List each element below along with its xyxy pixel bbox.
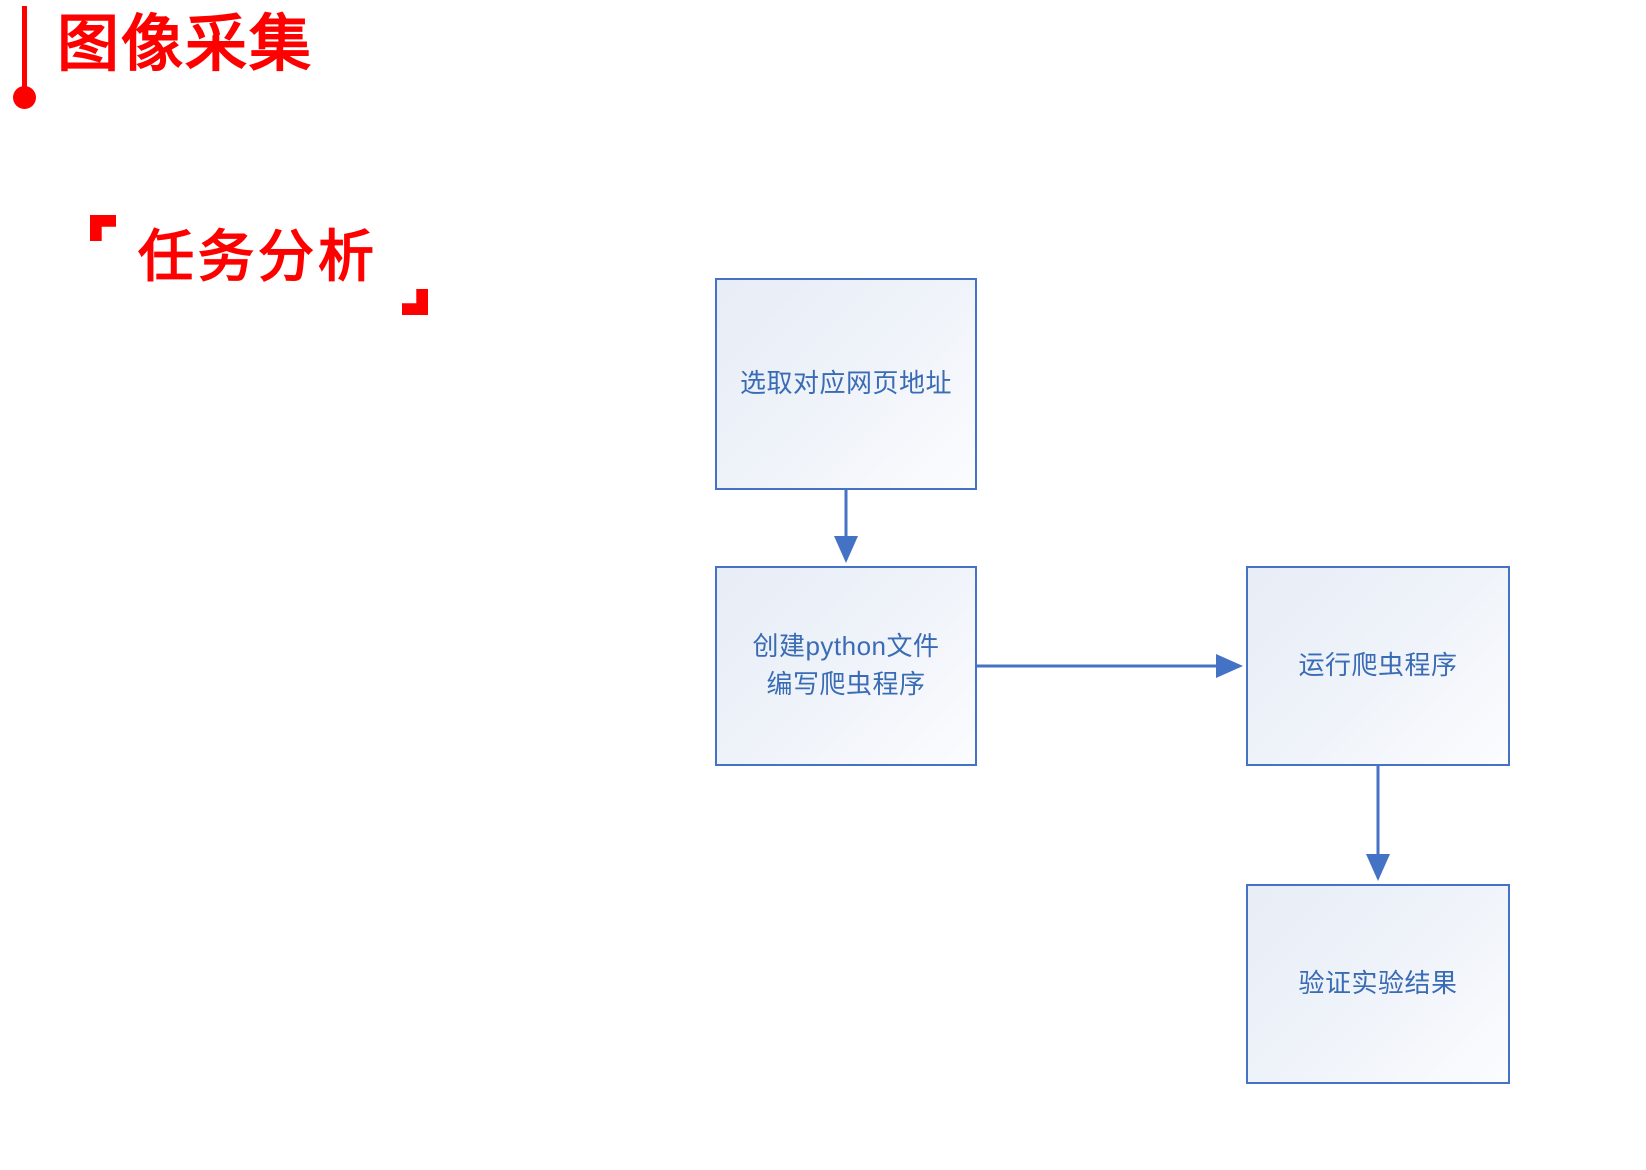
flow-node-verify[interactable]: 验证实验结果 <box>1246 884 1510 1084</box>
flow-node-verify-label: 验证实验结果 <box>1298 968 1458 999</box>
subtitle-group: 任务分析 <box>90 215 440 325</box>
page-title: 图像采集 <box>57 10 314 79</box>
flow-node-run-spider[interactable]: 运行爬虫程序 <box>1246 566 1510 766</box>
flow-node-create-py[interactable]: 创建python文件 编写爬虫程序 <box>715 566 977 766</box>
flow-node-run-spider-label: 运行爬虫程序 <box>1298 650 1458 681</box>
title-accent-bar <box>22 6 27 94</box>
section-subtitle: 任务分析 <box>138 225 378 288</box>
flow-node-select-url-label: 选取对应网页地址 <box>739 368 952 399</box>
flow-node-select-url[interactable]: 选取对应网页地址 <box>715 278 977 490</box>
flow-node-create-py-label: 创建python文件 编写爬虫程序 <box>752 631 940 699</box>
title-accent-dot <box>13 86 36 109</box>
